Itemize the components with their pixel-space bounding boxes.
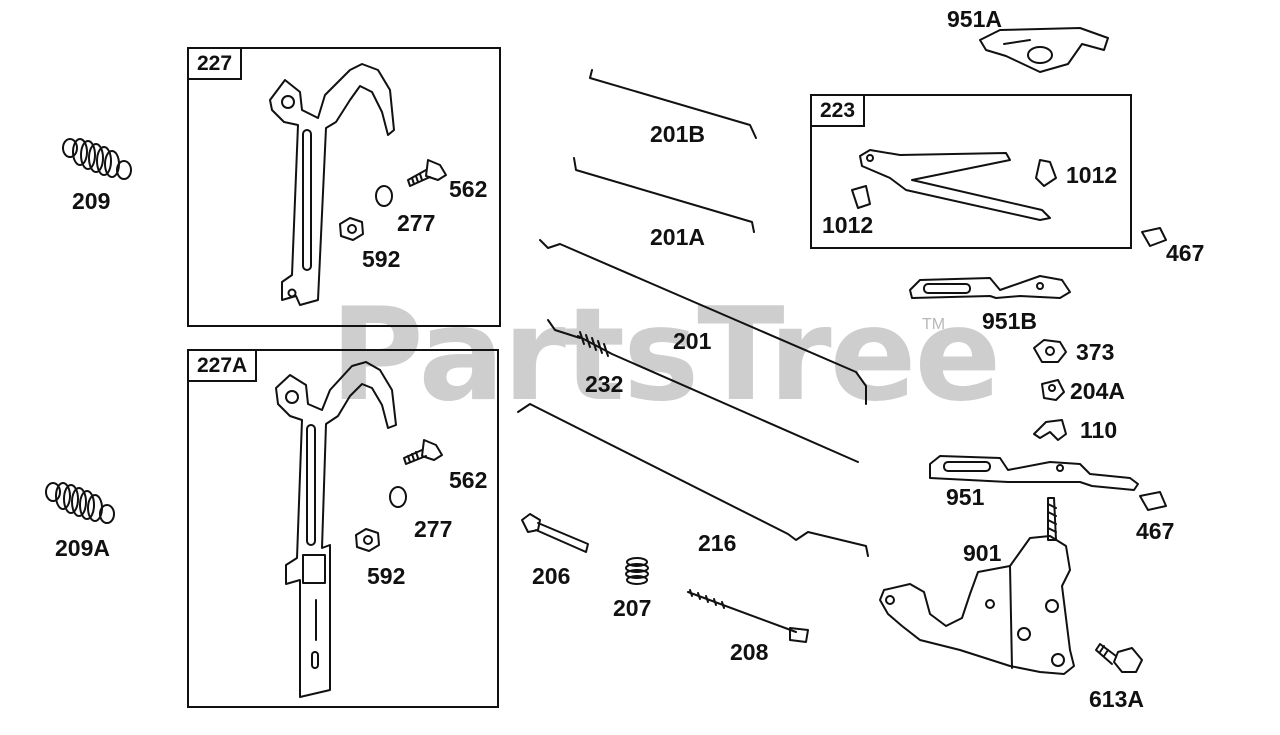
pin-206-drawing[interactable] — [521, 513, 589, 553]
part-label-206[interactable]: 206 — [532, 563, 571, 589]
lever-227a-drawing[interactable] — [275, 361, 397, 698]
block-467b-drawing[interactable] — [1139, 491, 1167, 511]
watermark: PartsTree — [330, 281, 1001, 430]
nut-592b-drawing[interactable] — [355, 528, 380, 552]
block-467a-drawing[interactable] — [1141, 227, 1167, 247]
part-label-209[interactable]: 209 — [72, 188, 111, 214]
part-label-207[interactable]: 207 — [613, 595, 652, 621]
part-label-1012-right[interactable]: 1012 — [1066, 162, 1118, 188]
part-label-467-bottom[interactable]: 467 — [1136, 518, 1175, 544]
part-label-201a[interactable]: 201A — [650, 224, 705, 250]
bolt-613a-drawing[interactable] — [1095, 643, 1143, 673]
rod-201-drawing[interactable] — [539, 239, 867, 405]
lever-227-drawing[interactable] — [269, 63, 395, 306]
group-box-223-label[interactable]: 223 — [812, 96, 866, 127]
group-box-227: 227 — [187, 47, 501, 327]
spring-209-drawing[interactable] — [62, 138, 132, 180]
spring-209a-drawing[interactable] — [45, 482, 115, 524]
part-label-951b[interactable]: 951B — [982, 308, 1037, 334]
rod-208-drawing[interactable] — [687, 589, 809, 643]
clip-110-drawing[interactable] — [1033, 419, 1067, 441]
part-label-901[interactable]: 901 — [963, 540, 1002, 566]
bolt-562b-drawing[interactable] — [403, 439, 443, 465]
part-label-592b[interactable]: 592 — [367, 563, 406, 589]
part-label-951a[interactable]: 951A — [947, 6, 1002, 32]
part-label-216[interactable]: 216 — [698, 530, 737, 556]
part-label-110[interactable]: 110 — [1080, 417, 1118, 443]
rod-216-drawing[interactable] — [517, 403, 869, 557]
part-label-562[interactable]: 562 — [449, 176, 488, 202]
watermark-trademark: TM — [922, 316, 946, 333]
part-label-951[interactable]: 951 — [946, 484, 985, 510]
part-label-209a[interactable]: 209A — [55, 535, 110, 561]
nut-592-drawing[interactable] — [339, 217, 364, 241]
link-201a-drawing[interactable] — [573, 157, 755, 233]
bolt-562-drawing[interactable] — [407, 159, 447, 187]
spring-207-drawing[interactable] — [625, 557, 649, 585]
group-box-227-label[interactable]: 227 — [189, 49, 243, 80]
part-label-613a[interactable]: 613A — [1089, 686, 1144, 712]
part-label-467-top[interactable]: 467 — [1166, 240, 1205, 266]
part-label-562b[interactable]: 562 — [449, 467, 488, 493]
part-label-201[interactable]: 201 — [673, 328, 712, 354]
washer-277b-drawing[interactable] — [389, 486, 407, 508]
part-label-232[interactable]: 232 — [585, 371, 624, 397]
part-label-1012-left[interactable]: 1012 — [822, 212, 874, 238]
part-label-277b[interactable]: 277 — [414, 516, 453, 542]
assembly-223-drawing[interactable] — [851, 149, 1057, 221]
group-box-227a-label[interactable]: 227A — [189, 351, 258, 382]
link-201b-drawing[interactable] — [589, 69, 757, 139]
part-label-373[interactable]: 373 — [1076, 339, 1115, 365]
group-box-227a: 227A — [187, 349, 499, 708]
part-label-208[interactable]: 208 — [730, 639, 769, 665]
bushing-204a-drawing[interactable] — [1041, 379, 1065, 401]
bracket-951-drawing[interactable] — [929, 455, 1139, 491]
bracket-901-drawing[interactable] — [879, 497, 1075, 675]
part-label-201b[interactable]: 201B — [650, 121, 705, 147]
spring-232-drawing[interactable] — [547, 319, 859, 463]
part-label-204a[interactable]: 204A — [1070, 378, 1125, 404]
nut-373-drawing[interactable] — [1033, 339, 1067, 363]
washer-277-drawing[interactable] — [375, 185, 393, 207]
part-label-592[interactable]: 592 — [362, 246, 401, 272]
bracket-951b-drawing[interactable] — [909, 275, 1071, 299]
part-label-277[interactable]: 277 — [397, 210, 436, 236]
group-box-223: 223 — [810, 94, 1132, 249]
bracket-951a-drawing[interactable] — [979, 27, 1109, 73]
